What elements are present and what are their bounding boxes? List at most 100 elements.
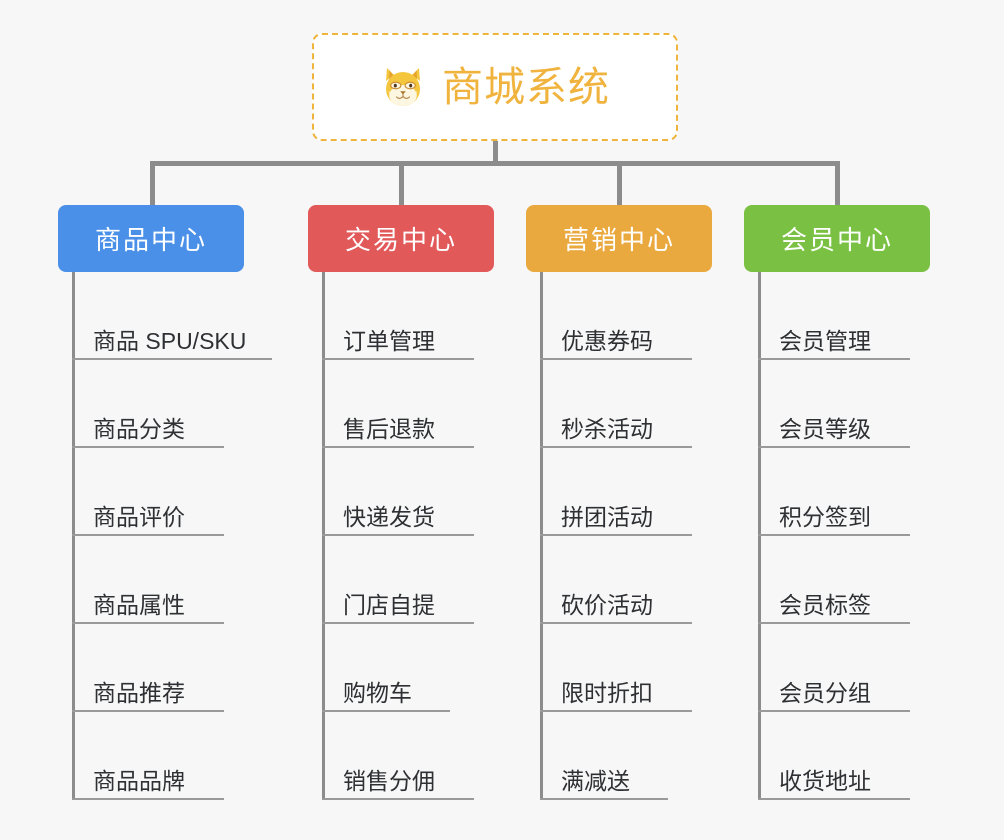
- leaf-underline: [72, 358, 272, 360]
- leaf-item-label: 商品分类: [93, 415, 185, 442]
- category-header-trade-center[interactable]: 交易中心: [308, 205, 494, 272]
- leaf-item[interactable]: 商品品牌: [58, 712, 338, 800]
- leaf-item-label: 会员分组: [779, 679, 871, 706]
- leaf-underline: [72, 798, 224, 800]
- leaf-item[interactable]: 砍价活动: [526, 536, 786, 624]
- leaf-underline: [72, 534, 224, 536]
- leaf-item-label: 商品属性: [93, 591, 185, 618]
- leaf-item[interactable]: 收货地址: [744, 712, 1004, 800]
- root-node-title: 商城系统: [442, 63, 610, 110]
- leaf-item-label: 会员标签: [779, 591, 871, 618]
- leaf-item[interactable]: 商品推荐: [58, 624, 338, 712]
- leaf-item[interactable]: 满减送: [526, 712, 786, 800]
- category-header-label: 营销中心: [562, 225, 675, 255]
- leaf-item[interactable]: 会员分组: [744, 624, 1004, 712]
- leaf-underline: [540, 534, 692, 536]
- leaf-spine: [72, 272, 75, 800]
- leaf-list-marketing-center: 优惠券码 秒杀活动 拼团活动 砍价活动 限时折扣 满减送: [526, 272, 786, 800]
- leaf-underline: [758, 358, 910, 360]
- leaf-item-label: 满减送: [561, 767, 630, 794]
- leaf-underline: [758, 798, 910, 800]
- leaf-item-label: 砍价活动: [561, 591, 653, 618]
- leaf-item-label: 会员等级: [779, 415, 871, 442]
- leaf-item[interactable]: 优惠券码: [526, 272, 786, 360]
- leaf-item-label: 商品 SPU/SKU: [93, 327, 247, 354]
- leaf-item-label: 售后退款: [343, 415, 435, 442]
- category-header-marketing-center[interactable]: 营销中心: [526, 205, 712, 272]
- leaf-item[interactable]: 积分签到: [744, 448, 1004, 536]
- leaf-underline: [72, 710, 224, 712]
- leaf-item-label: 销售分佣: [343, 767, 435, 794]
- leaf-underline: [540, 798, 668, 800]
- leaf-underline: [540, 622, 692, 624]
- leaf-item[interactable]: 商品评价: [58, 448, 338, 536]
- leaf-item-label: 快递发货: [343, 503, 435, 530]
- connector-root-stem: [493, 141, 498, 165]
- leaf-list-product-center: 商品 SPU/SKU 商品分类 商品评价 商品属性 商品推荐 商品品牌: [58, 272, 338, 800]
- leaf-item-label: 秒杀活动: [561, 415, 653, 442]
- leaf-item[interactable]: 购物车: [308, 624, 568, 712]
- leaf-list-member-center: 会员管理 会员等级 积分签到 会员标签 会员分组 收货地址: [744, 272, 1004, 800]
- leaf-item-label: 购物车: [343, 679, 412, 706]
- connector-drop-product-center: [150, 161, 155, 208]
- leaf-item[interactable]: 快递发货: [308, 448, 568, 536]
- leaf-item-label: 优惠券码: [561, 327, 653, 354]
- leaf-item-label: 拼团活动: [561, 503, 653, 530]
- leaf-underline: [758, 534, 910, 536]
- connector-drop-trade-center: [399, 161, 404, 208]
- leaf-item-label: 会员管理: [779, 327, 871, 354]
- branch-column-member-center: 会员中心 会员管理 会员等级 积分签到 会员标签 会员分组: [744, 205, 1004, 800]
- leaf-item[interactable]: 商品 SPU/SKU: [58, 272, 338, 360]
- leaf-item-label: 限时折扣: [561, 679, 653, 706]
- leaf-underline: [322, 710, 450, 712]
- leaf-item[interactable]: 会员管理: [744, 272, 1004, 360]
- leaf-underline: [72, 446, 224, 448]
- category-header-member-center[interactable]: 会员中心: [744, 205, 930, 272]
- leaf-underline: [322, 622, 474, 624]
- leaf-underline: [72, 622, 224, 624]
- leaf-item[interactable]: 拼团活动: [526, 448, 786, 536]
- leaf-spine: [758, 272, 761, 800]
- leaf-spine: [322, 272, 325, 800]
- leaf-item-label: 订单管理: [343, 327, 435, 354]
- leaf-item[interactable]: 销售分佣: [308, 712, 568, 800]
- leaf-underline: [758, 622, 910, 624]
- leaf-item-label: 收货地址: [779, 767, 871, 794]
- leaf-item[interactable]: 门店自提: [308, 536, 568, 624]
- branch-column-marketing-center: 营销中心 优惠券码 秒杀活动 拼团活动 砍价活动 限时折扣: [526, 205, 786, 800]
- leaf-underline: [758, 710, 910, 712]
- branch-column-trade-center: 交易中心 订单管理 售后退款 快递发货 门店自提 购物车: [308, 205, 568, 800]
- leaf-item[interactable]: 会员等级: [744, 360, 1004, 448]
- leaf-item[interactable]: 售后退款: [308, 360, 568, 448]
- connector-drop-marketing-center: [617, 161, 622, 208]
- root-node-mall-system[interactable]: 商城系统: [312, 33, 678, 141]
- branch-column-product-center: 商品中心 商品 SPU/SKU 商品分类 商品评价 商品属性 商品推荐: [58, 205, 338, 800]
- shiba-dog-face-icon: [380, 64, 426, 110]
- leaf-item-label: 商品评价: [93, 503, 185, 530]
- leaf-item-label: 商品推荐: [93, 679, 185, 706]
- leaf-item[interactable]: 会员标签: [744, 536, 1004, 624]
- category-header-label: 会员中心: [780, 225, 893, 255]
- leaf-underline: [322, 358, 474, 360]
- leaf-item[interactable]: 订单管理: [308, 272, 568, 360]
- leaf-underline: [322, 534, 474, 536]
- category-header-product-center[interactable]: 商品中心: [58, 205, 244, 272]
- leaf-item[interactable]: 限时折扣: [526, 624, 786, 712]
- connector-horizontal-bus: [150, 161, 840, 166]
- leaf-item-label: 商品品牌: [93, 767, 185, 794]
- connector-drop-member-center: [835, 161, 840, 208]
- leaf-spine: [540, 272, 543, 800]
- leaf-underline: [758, 446, 910, 448]
- leaf-underline: [322, 446, 474, 448]
- leaf-underline: [540, 710, 692, 712]
- leaf-item-label: 积分签到: [779, 503, 871, 530]
- leaf-underline: [540, 446, 692, 448]
- category-header-label: 交易中心: [344, 225, 457, 255]
- category-header-label: 商品中心: [94, 225, 207, 255]
- leaf-item[interactable]: 商品属性: [58, 536, 338, 624]
- leaf-underline: [540, 358, 692, 360]
- leaf-underline: [322, 798, 474, 800]
- leaf-item[interactable]: 秒杀活动: [526, 360, 786, 448]
- leaf-item[interactable]: 商品分类: [58, 360, 338, 448]
